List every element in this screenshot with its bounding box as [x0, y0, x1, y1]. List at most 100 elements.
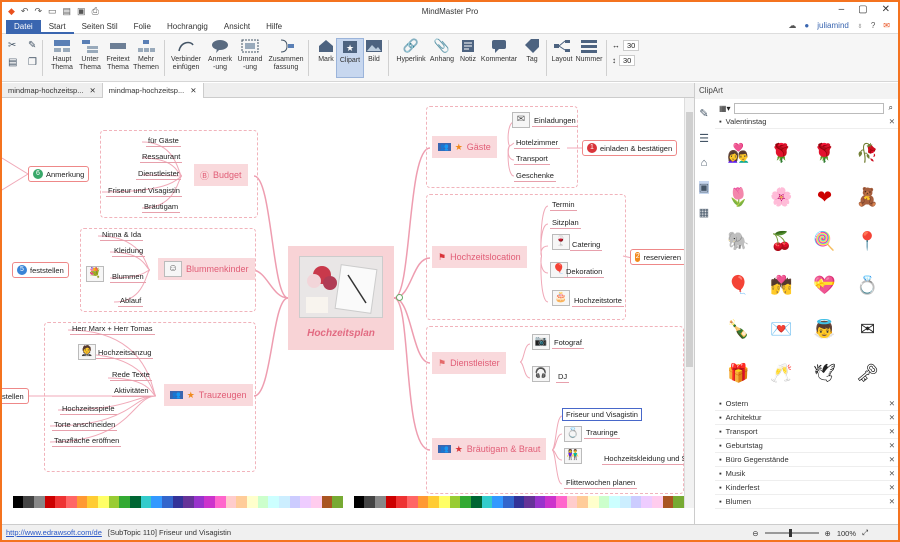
color-swatch[interactable] [673, 496, 684, 508]
color-swatch[interactable] [332, 496, 343, 508]
tag-button[interactable]: Tag [518, 38, 546, 64]
category-item[interactable]: ▪Kinderfest✕ [715, 481, 898, 495]
clipart-button[interactable]: ★ Clipart [336, 38, 364, 78]
heart-box-clipart-icon[interactable]: ❤ [816, 186, 833, 207]
subtopic-transport[interactable]: Transport [514, 154, 550, 165]
color-swatch[interactable] [119, 496, 130, 508]
color-swatch[interactable] [23, 496, 34, 508]
color-swatch[interactable] [353, 496, 365, 508]
open-file-icon[interactable]: ▤ [62, 6, 72, 16]
color-swatch[interactable] [172, 496, 184, 508]
subtopic-hotelzimmer[interactable]: Hotelzimmer [514, 138, 561, 149]
undo-icon[interactable]: ↶ [20, 6, 29, 16]
close-tab-icon[interactable]: ✕ [190, 86, 197, 95]
color-swatch[interactable] [588, 496, 599, 508]
subtopic-einladungen[interactable]: Einladungen [532, 116, 578, 127]
color-swatch[interactable] [204, 496, 216, 508]
color-swatch[interactable] [364, 496, 375, 508]
heart-frame-clipart-icon[interactable]: 💝 [813, 274, 836, 295]
color-swatch[interactable] [417, 496, 429, 508]
category-valentinstag[interactable]: ▪ Valentinstag ✕ [715, 115, 898, 129]
color-swatch[interactable] [641, 496, 653, 508]
fit-page-icon[interactable]: ⤢ [862, 528, 868, 537]
clipart-panel-icon[interactable]: ▣ [698, 181, 710, 194]
attachment-button[interactable]: 📎 Anhang [429, 38, 455, 63]
rose-single-clipart-icon[interactable]: 🥀 [856, 142, 879, 163]
zoom-in-icon[interactable]: ⊕ [824, 528, 831, 538]
subtopic-geschenke[interactable]: Geschenke [514, 171, 556, 182]
callout-reservieren[interactable]: 2 reservieren [630, 249, 684, 265]
subtopic-friseur-selected[interactable]: Friseur und Visagistin [562, 408, 642, 421]
mindmap-canvas[interactable]: Hochzeitsplan 👥 ★ Gäste ⚑ Hochzeitslocat… [2, 98, 684, 496]
category-item[interactable]: ▪Ostern✕ [715, 397, 898, 411]
subtopic-herr-marx[interactable]: Herr Marx + Herr Tomas [70, 324, 155, 335]
connector-button[interactable]: Verbinder einfügen [171, 38, 201, 72]
teddy-clipart-icon[interactable]: 🧸 [856, 186, 879, 207]
comment-button[interactable]: Kommentar [480, 38, 518, 64]
color-swatch[interactable] [449, 496, 461, 508]
subtopic-hochzeitskleidung[interactable]: Hochzeitskleidung und Sc [602, 454, 684, 465]
heart-card-clipart-icon[interactable]: 💌 [770, 318, 793, 339]
heart-pin-clipart-icon[interactable]: 📍 [856, 230, 879, 251]
zoom-slider[interactable] [764, 529, 819, 537]
color-swatch[interactable] [311, 496, 322, 508]
subtopic-hochzeitsspiele[interactable]: Hochzeitsspiele [60, 404, 117, 415]
floating-topic-button[interactable]: Freitext Thema [104, 38, 132, 72]
vertical-spacing-input[interactable]: 30 [619, 55, 636, 66]
close-category-icon[interactable]: ✕ [888, 454, 895, 464]
note-button[interactable]: Notiz [454, 38, 482, 64]
subtopic-tanzflaeche[interactable]: Tanzfläche eröffnen [52, 436, 122, 447]
subtopic-fuer-gaeste[interactable]: für Gäste [146, 136, 181, 147]
color-swatch[interactable] [183, 496, 194, 508]
color-swatch[interactable] [257, 496, 269, 508]
callout-stellen-partial[interactable]: stellen [2, 388, 29, 404]
subtopic-sitzplan[interactable]: Sitzplan [550, 218, 581, 229]
close-category-icon[interactable]: ✕ [888, 412, 895, 422]
topic-blummenkinder[interactable]: ☺ Blummenkinder [158, 258, 255, 280]
task-icon[interactable]: ▦ [698, 207, 710, 219]
close-category-icon[interactable]: ✕ [888, 116, 895, 126]
color-swatch[interactable] [33, 496, 45, 508]
main-topic-button[interactable]: Haupt Thema [48, 38, 76, 72]
lovebirds-clipart-icon[interactable]: 🐘 [727, 230, 750, 251]
glasses-clipart-icon[interactable]: 🥂 [770, 362, 793, 383]
color-swatch[interactable] [385, 496, 397, 508]
subtopic-button[interactable]: Unter Thema [76, 38, 104, 72]
couple-clipart-icon[interactable]: 👩‍❤️‍👨 [727, 142, 750, 163]
envelope-clipart-icon[interactable]: ✉ [859, 318, 876, 339]
callout-button[interactable]: Anmerk -ung [206, 38, 234, 72]
color-swatch[interactable] [545, 496, 557, 508]
color-swatch[interactable] [524, 496, 535, 508]
subtopic-braeutigam-budget[interactable]: Bräutigam [142, 202, 181, 213]
hyperlink-button[interactable]: 🔗 Hyperlink [396, 38, 426, 63]
more-topics-button[interactable]: Mehr Themen [132, 38, 160, 72]
close-tab-icon[interactable]: ✕ [89, 86, 96, 95]
format-icon[interactable]: ✎ [699, 108, 709, 120]
subtopic-fotograf[interactable]: Fotograf [552, 338, 584, 349]
color-swatch[interactable] [374, 496, 386, 508]
topic-braeutigam-braut[interactable]: 👥 ★ Bräutigam & Braut [432, 438, 547, 460]
subtopic-termin[interactable]: Termin [550, 200, 577, 211]
color-swatch[interactable] [268, 496, 280, 508]
color-swatch[interactable] [513, 496, 525, 508]
mark-panel-icon[interactable]: ⌂ [700, 157, 708, 169]
tab-doc-1[interactable]: mindmap-hochzeitsp... ✕ [2, 83, 103, 98]
canvas-vertical-scrollbar[interactable] [684, 98, 694, 508]
lily-clipart-icon[interactable]: 🌸 [770, 186, 793, 207]
library-menu-icon[interactable]: ▦▾ [719, 103, 731, 113]
color-swatch[interactable] [428, 496, 439, 508]
color-swatch[interactable] [2, 496, 13, 508]
subtopic-dienstleister-budget[interactable]: Dienstleister [136, 169, 182, 180]
color-swatch[interactable] [289, 496, 301, 508]
cloud-icon[interactable]: ☁ [788, 21, 797, 30]
callout-feststellen[interactable]: 5 feststellen [12, 262, 69, 278]
color-swatch[interactable] [406, 496, 418, 508]
color-swatch[interactable] [438, 496, 450, 508]
format-painter-icon[interactable]: ✎ [28, 40, 37, 51]
key-clipart-icon[interactable]: 🗝 [856, 362, 879, 383]
color-swatch[interactable] [279, 496, 290, 508]
subtopic-ressaurant[interactable]: Ressaurant [140, 152, 183, 163]
color-palette[interactable] [2, 496, 684, 508]
layout-button[interactable]: Layout [548, 38, 576, 64]
color-swatch[interactable] [300, 496, 312, 508]
